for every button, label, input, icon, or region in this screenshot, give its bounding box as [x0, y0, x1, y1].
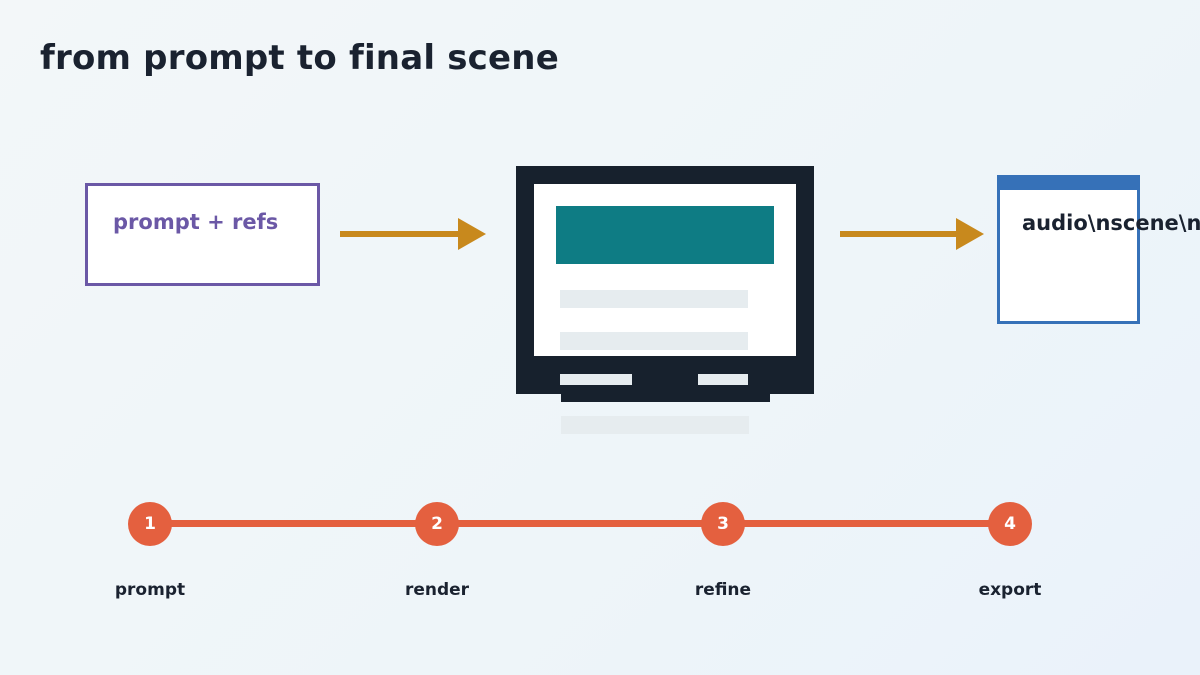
input-box-label: prompt + refs: [113, 210, 279, 234]
arrow-input-to-render: [340, 218, 486, 250]
screen-line: [560, 290, 748, 308]
page-title: from prompt to final scene: [40, 38, 559, 78]
step-node-2: 2: [415, 502, 459, 546]
screen-line: [560, 332, 748, 350]
monitor-icon: [516, 166, 814, 394]
monitor-shadow-bar: [561, 416, 749, 434]
timeline-line: [150, 520, 1010, 527]
output-window-label: audio\nscene\n: [1022, 211, 1200, 235]
monitor-base: [561, 390, 770, 402]
input-box: prompt + refs: [85, 183, 320, 286]
step-label-render: render: [404, 580, 470, 600]
screen-header-block: [556, 206, 774, 264]
step-label-refine: refine: [694, 580, 752, 600]
output-window: audio\nscene\n: [997, 175, 1200, 324]
monitor-key: [560, 374, 632, 385]
arrow-render-to-output: [840, 218, 984, 250]
step-node-4: 4: [988, 502, 1032, 546]
step-label-prompt: prompt: [114, 580, 186, 600]
step-node-3: 3: [701, 502, 745, 546]
monitor-key: [698, 374, 748, 385]
monitor-screen: [534, 184, 796, 356]
output-window-titlebar: [1000, 178, 1137, 190]
step-node-1: 1: [128, 502, 172, 546]
step-label-export: export: [978, 580, 1042, 600]
